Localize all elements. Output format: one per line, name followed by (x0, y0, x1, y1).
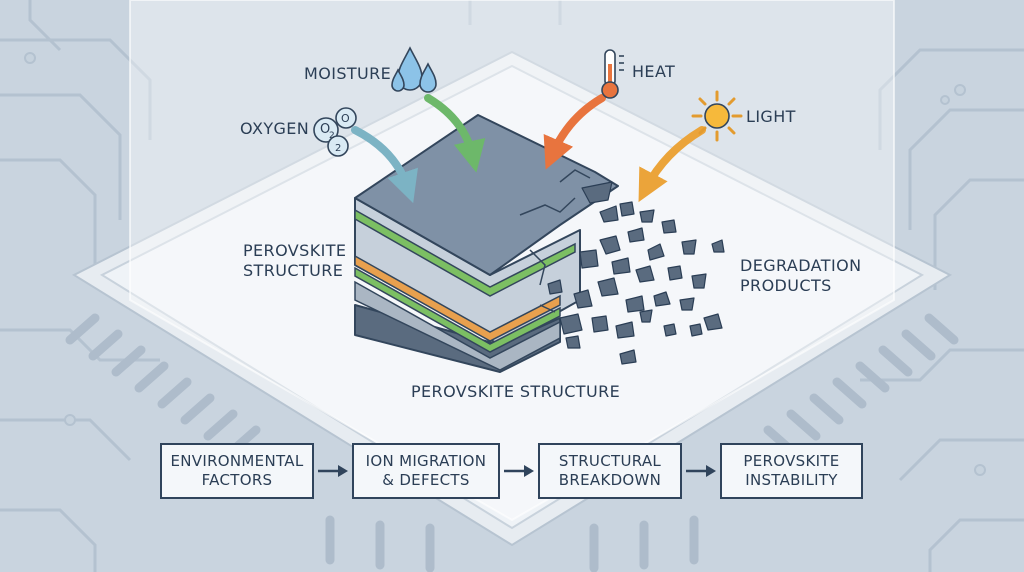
heat-label: HEAT (632, 62, 676, 81)
oxygen-molecule-icon (313, 107, 357, 157)
degradation-label-line1: DEGRADATION (740, 256, 862, 275)
sun-icon (691, 90, 743, 142)
top-cracks (519, 169, 591, 313)
orange-layer (354, 254, 561, 342)
degradation-label-line2: PRODUCTS (740, 276, 832, 295)
flow-box-line1: PEROVSKITE (743, 452, 840, 470)
thermometer-icon (601, 49, 624, 99)
light-arrow (638, 126, 706, 203)
flow-arrow-3 (686, 465, 716, 477)
flow-box-environmental-factors: ENVIRONMENTAL FACTORS (160, 443, 314, 499)
flow-arrow-1 (318, 465, 348, 477)
heat-arrow (543, 94, 606, 170)
flow-box-line1: ION MIGRATION (365, 452, 487, 470)
flow-box-structural-breakdown: STRUCTURAL BREAKDOWN (538, 443, 682, 499)
light-label: LIGHT (746, 107, 796, 126)
flow-box-line1: STRUCTURAL (558, 452, 662, 470)
structure-label-left-line1: PEROVSKITE (243, 241, 347, 260)
degradation-label: DEGRADATION PRODUCTS (740, 256, 861, 296)
structure-label-left-line2: STRUCTURE (243, 261, 344, 280)
moisture-arrow (424, 94, 486, 173)
oxygen-label: OXYGEN (240, 119, 310, 138)
debris-fragments (547, 181, 725, 365)
green-layer-top (354, 208, 576, 297)
structure-label-left: PEROVSKITE STRUCTURE (243, 241, 346, 281)
flow-box-line2: FACTORS (201, 471, 273, 489)
green-layer-bottom (354, 266, 561, 353)
oxygen-glyph-o: O (320, 122, 331, 137)
oxygen-glyph-2-small: 2 (335, 143, 342, 154)
structure-label-bottom: PEROVSKITE STRUCTURE (411, 382, 621, 401)
flow-box-line2: INSTABILITY (745, 471, 838, 489)
oxygen-glyph-o-small: O (341, 112, 351, 125)
water-drop-icon (391, 46, 437, 93)
flow-arrow-2 (504, 465, 534, 477)
oxygen-arrow (351, 126, 418, 204)
circuit-pads (24, 52, 986, 476)
moisture-label: MOISTURE (304, 64, 392, 83)
flow-box-line2: & DEFECTS (382, 471, 470, 489)
flow-box-ion-migration: ION MIGRATION & DEFECTS (352, 443, 500, 499)
flow-box-line2: BREAKDOWN (558, 471, 662, 489)
flow-box-line1: ENVIRONMENTAL (170, 452, 304, 470)
block-lower-slab (354, 280, 561, 371)
oxygen-glyph-2: 2 (329, 131, 336, 141)
flow-box-perovskite-instability: PEROVSKITE INSTABILITY (720, 443, 863, 499)
